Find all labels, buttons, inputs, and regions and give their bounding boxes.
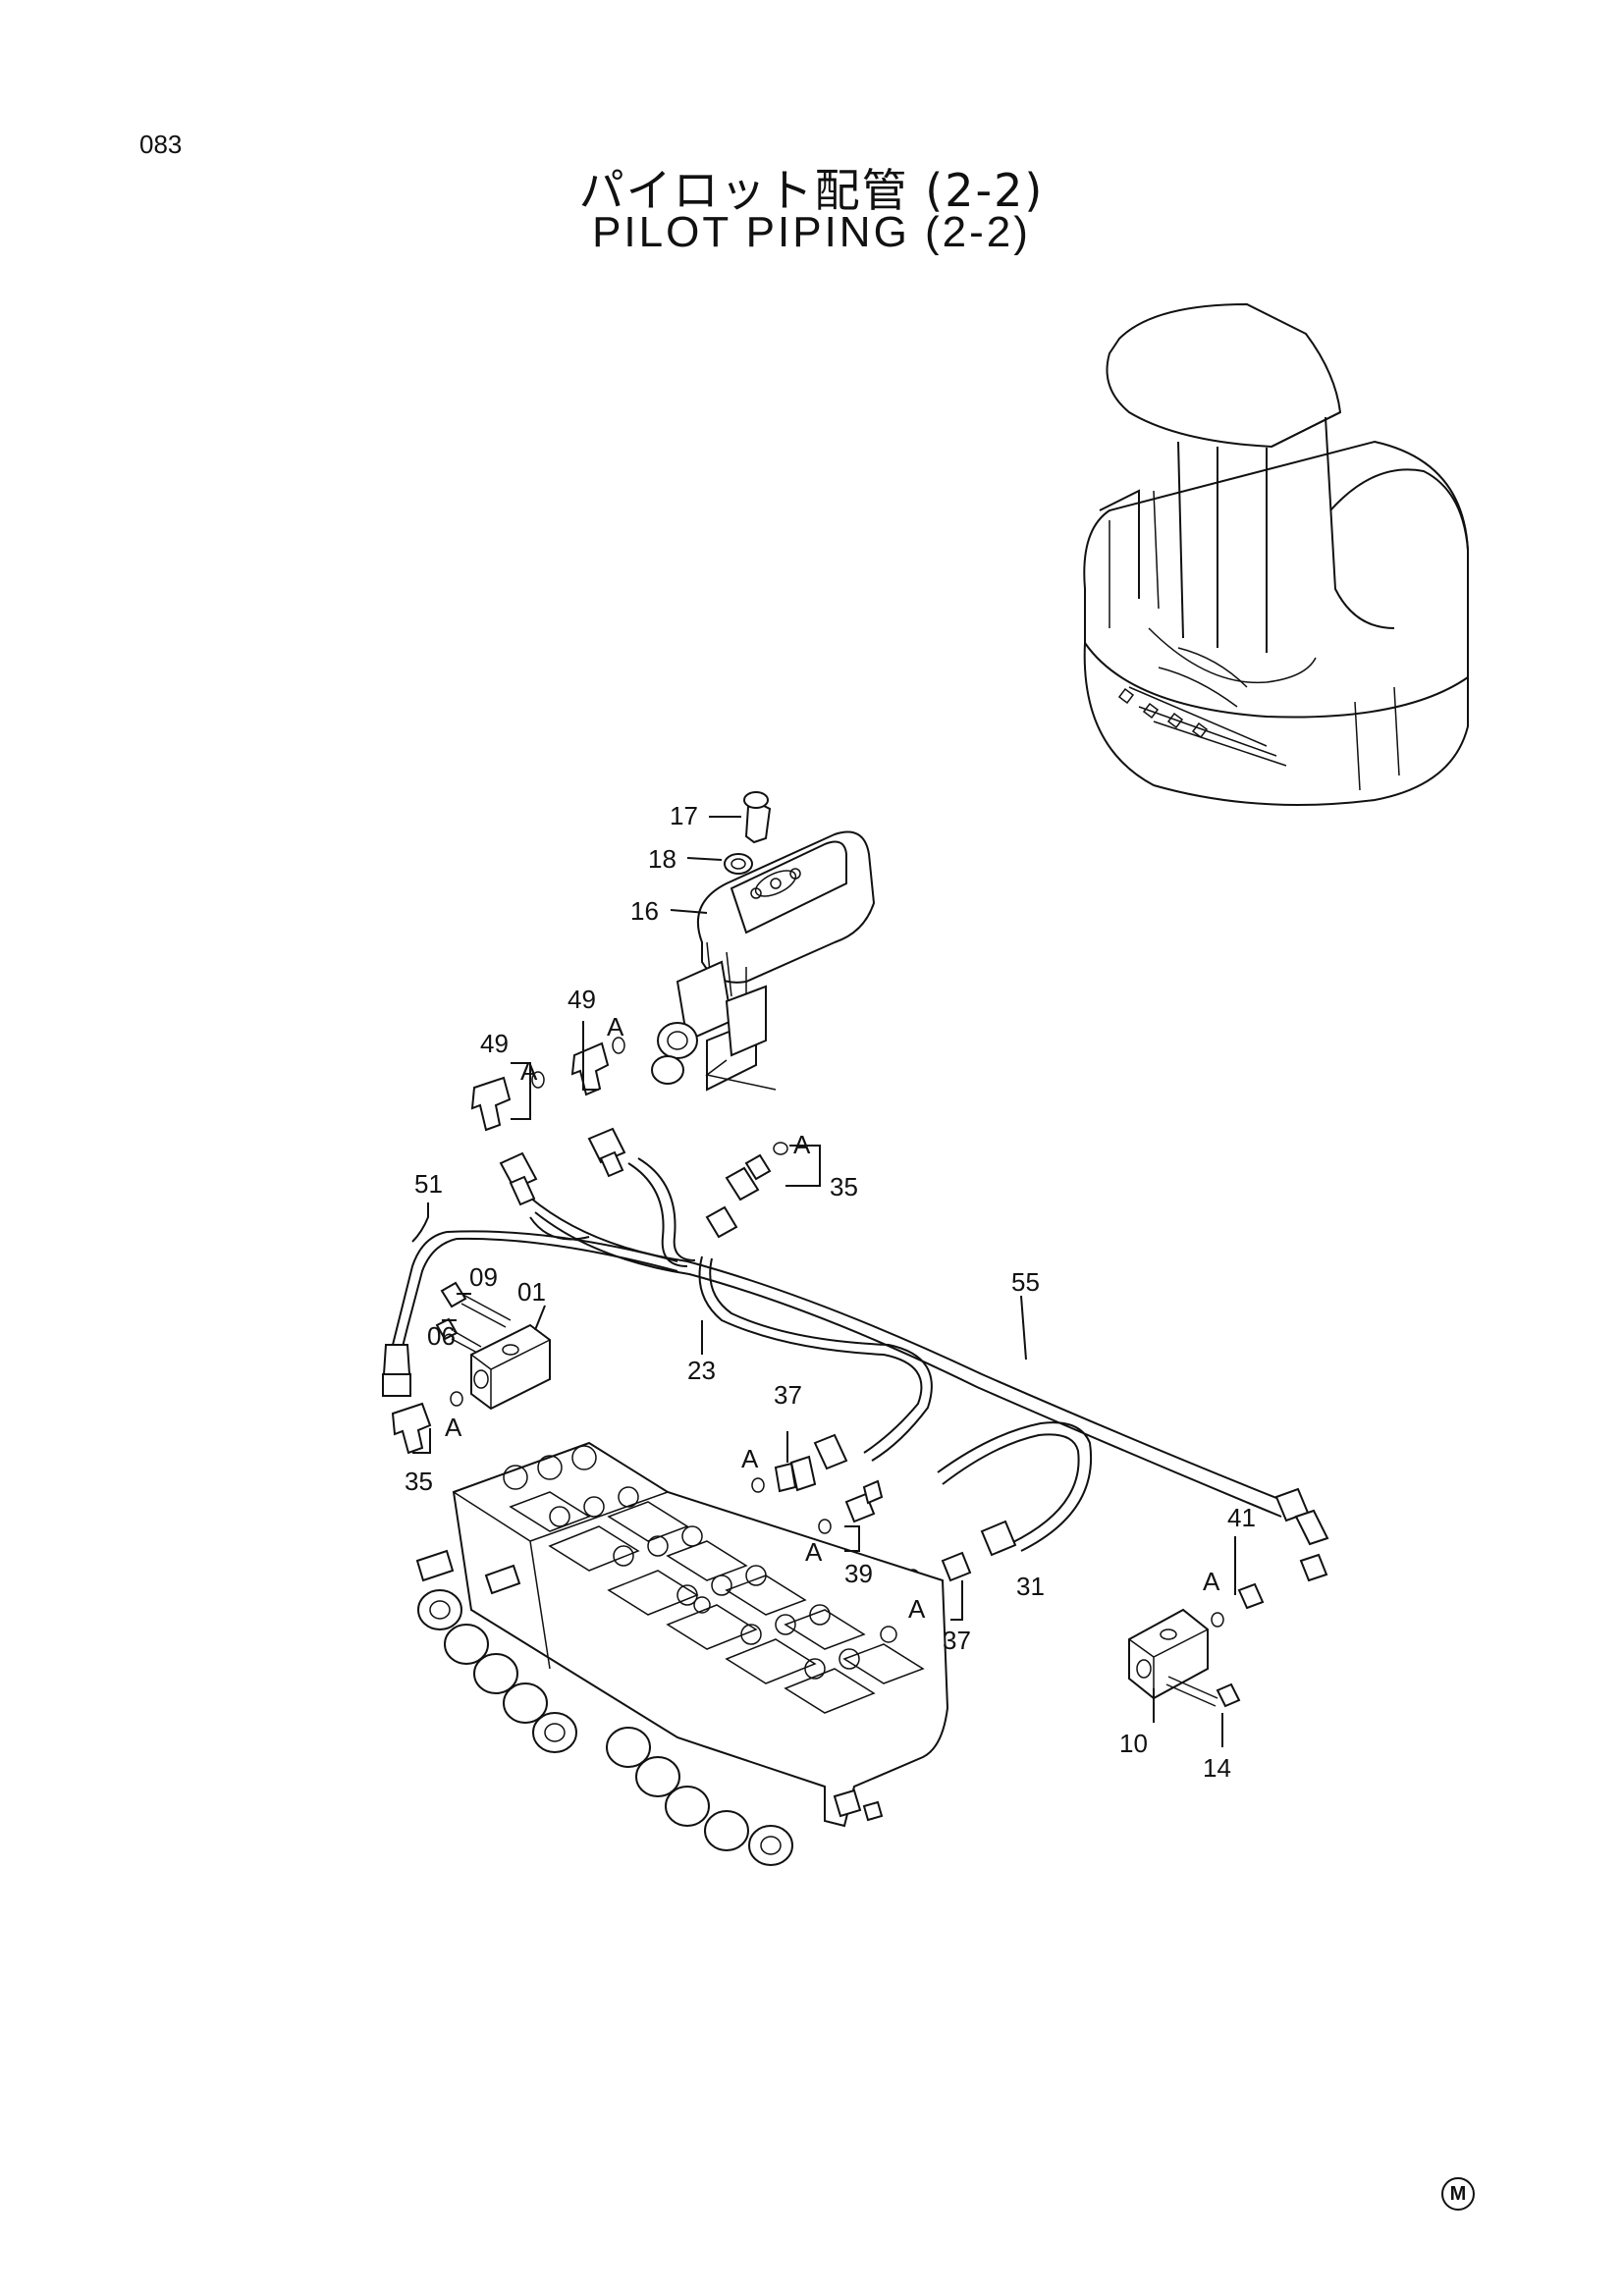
fittings [382, 1037, 1329, 1708]
callout-A-2: A [607, 1012, 624, 1041]
manufacturer-mark: M [1441, 2177, 1475, 2211]
pilot-valve [651, 791, 876, 1092]
callout-A-8: A [1203, 1567, 1220, 1596]
callout-17: 17 [670, 801, 698, 830]
callout-35-lower: 35 [405, 1467, 433, 1496]
hoses [392, 1157, 1287, 1552]
callout-55: 55 [1011, 1267, 1040, 1297]
callout-A-4: A [445, 1413, 462, 1442]
machine-location-view [1083, 302, 1469, 806]
callout-37-upper: 37 [774, 1380, 802, 1410]
control-valve [415, 1441, 949, 1866]
callout-06: 06 [427, 1321, 456, 1351]
callout-39: 39 [844, 1559, 873, 1588]
callout-16: 16 [630, 896, 659, 926]
callout-09: 09 [469, 1262, 498, 1292]
callout-labels: 17 18 16 49 49 A A A 35 51 09 01 06 55 2… [405, 801, 1256, 1783]
spool-caps [417, 1589, 793, 1866]
callout-51: 51 [414, 1169, 443, 1199]
callout-37-lower: 37 [943, 1626, 971, 1655]
callout-A-7: A [908, 1594, 926, 1624]
callout-18: 18 [648, 844, 676, 874]
callout-A-1: A [520, 1056, 538, 1086]
callout-A-5: A [741, 1444, 759, 1473]
leader-lines [411, 816, 1236, 1747]
callout-35-upper: 35 [830, 1172, 858, 1201]
callout-49-right: 49 [568, 985, 596, 1014]
page-number: 083 [139, 130, 183, 159]
callout-23: 23 [687, 1356, 716, 1385]
title-japanese: パイロット配管 (2-2) [578, 164, 1045, 217]
callout-31: 31 [1016, 1572, 1045, 1601]
callout-49-left: 49 [480, 1029, 509, 1058]
callout-A-6: A [805, 1537, 823, 1567]
title-english: PILOT PIPING (2-2) [592, 208, 1031, 256]
callout-01: 01 [517, 1277, 546, 1307]
callout-A-3: A [793, 1130, 811, 1159]
callout-41: 41 [1227, 1503, 1256, 1532]
callout-14: 14 [1203, 1753, 1231, 1783]
callout-10: 10 [1119, 1729, 1148, 1758]
